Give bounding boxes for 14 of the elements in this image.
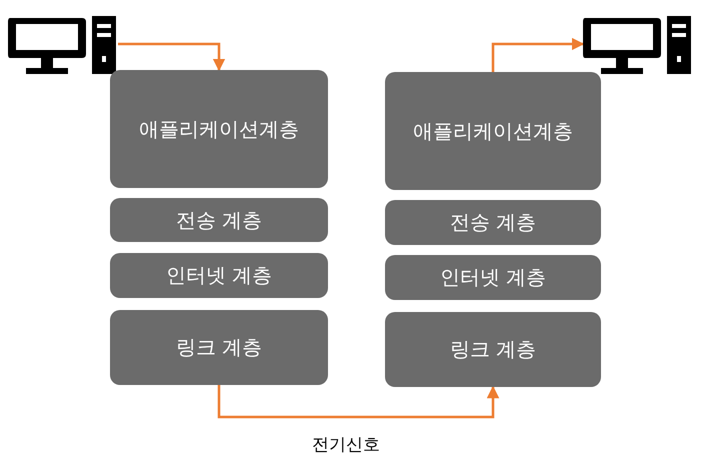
computer-icon bbox=[583, 16, 693, 76]
layer-box: 애플리케이션계층 bbox=[110, 70, 328, 188]
layer-box: 링크 계층 bbox=[110, 310, 328, 385]
signal-label: 전기신호 bbox=[312, 434, 380, 456]
computer-icon bbox=[8, 16, 118, 76]
arrow bbox=[492, 38, 584, 72]
layer-box: 전송 계층 bbox=[110, 198, 328, 242]
arrow bbox=[118, 42, 226, 72]
arrow bbox=[218, 385, 500, 418]
layer-box: 인터넷 계층 bbox=[110, 253, 328, 298]
layer-box: 인터넷 계층 bbox=[385, 255, 601, 300]
layer-box: 링크 계층 bbox=[385, 312, 601, 387]
layer-box: 애플리케이션계층 bbox=[385, 72, 601, 190]
layer-box: 전송 계층 bbox=[385, 200, 601, 245]
